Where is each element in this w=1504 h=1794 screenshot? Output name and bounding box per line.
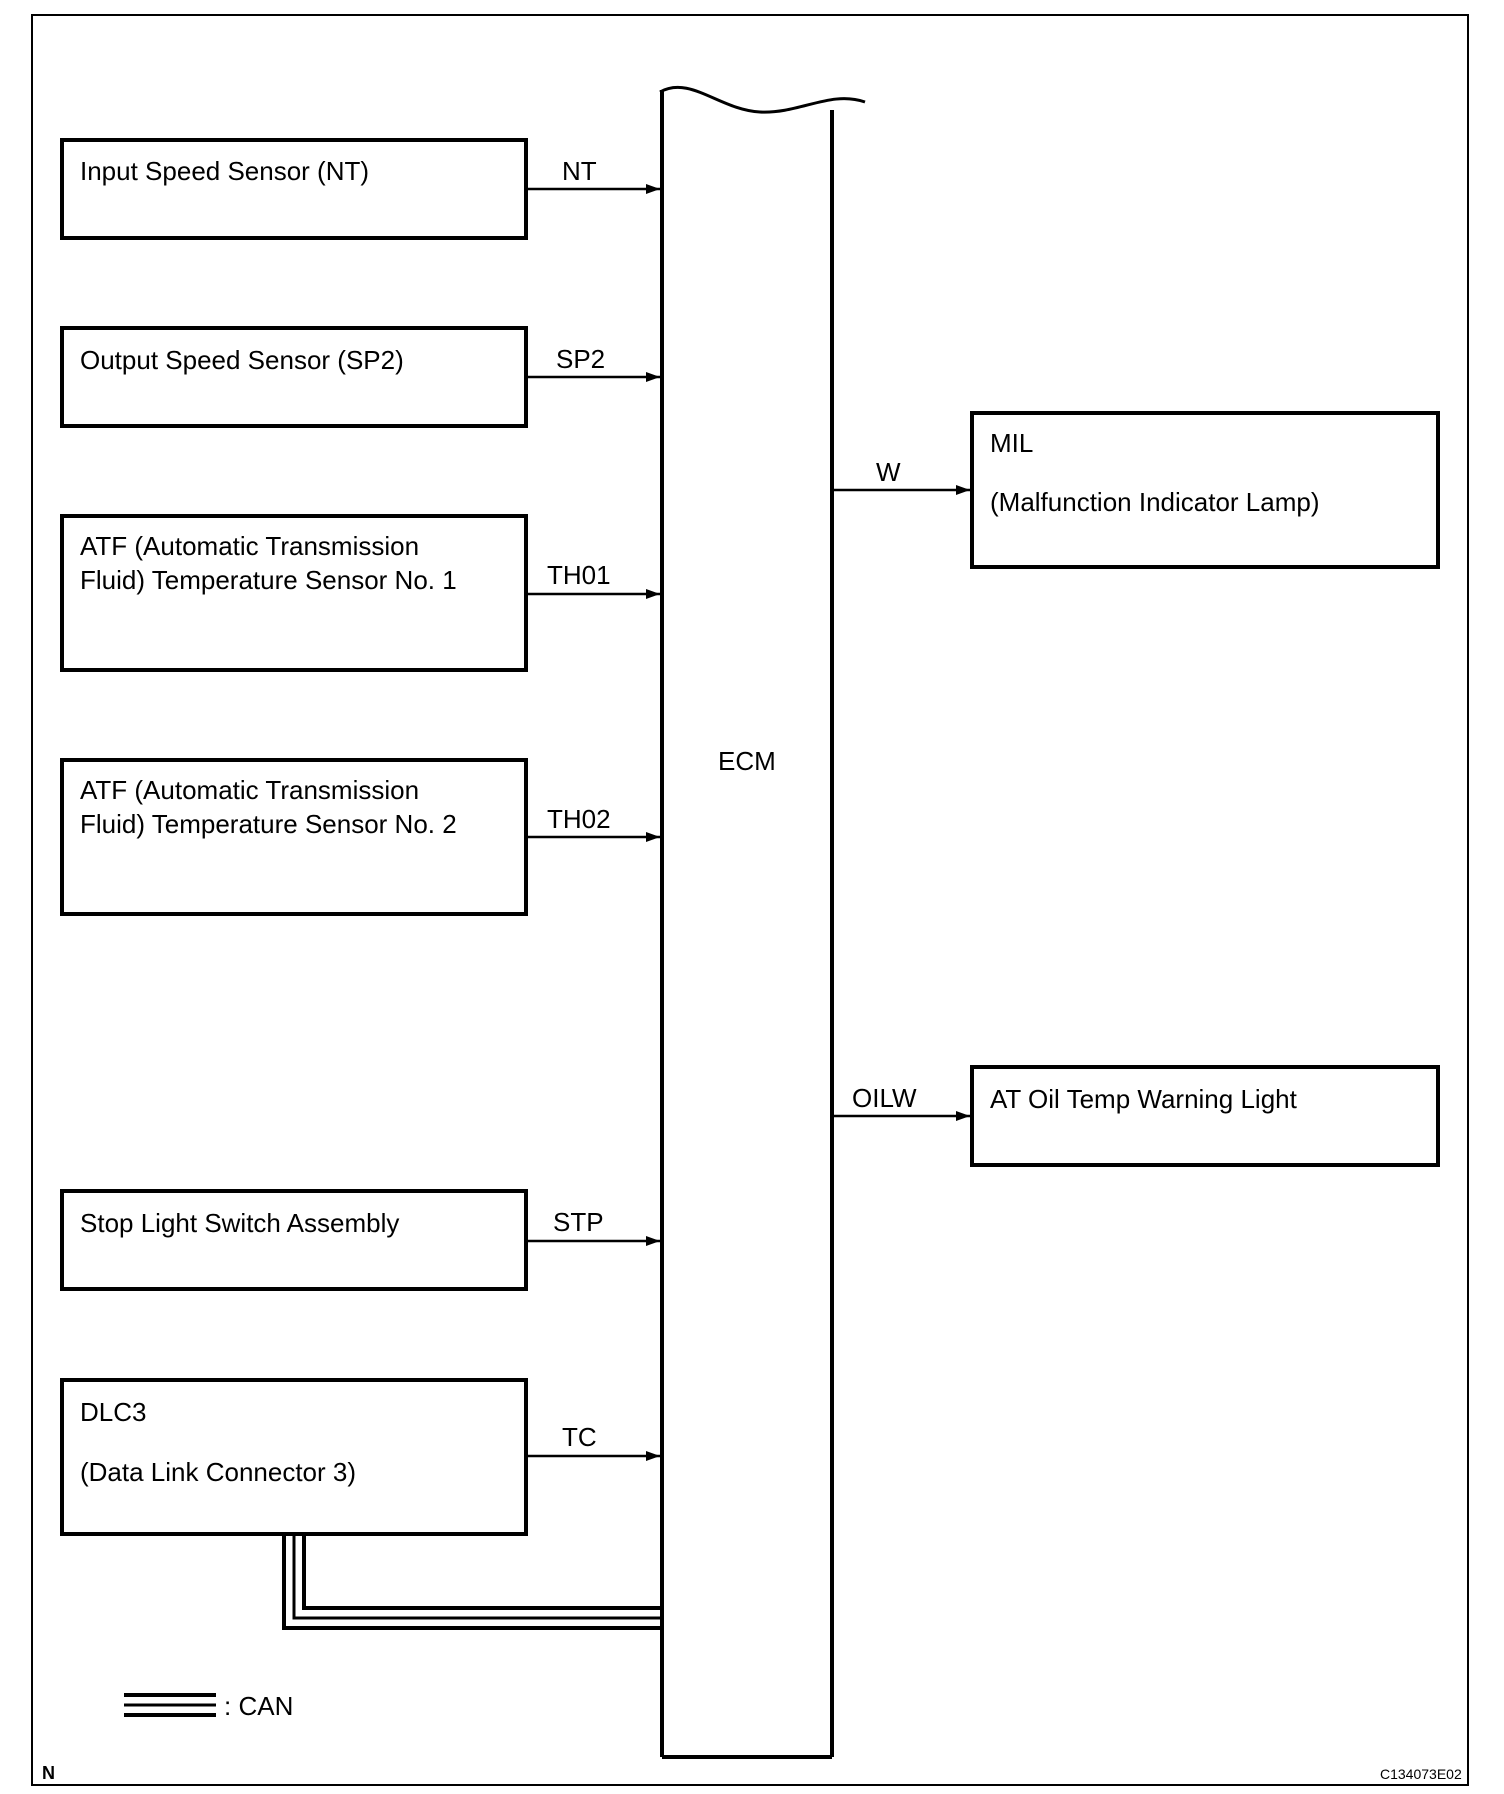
- stop-light-switch-label: Stop Light Switch Assembly: [80, 1208, 399, 1238]
- output-speed-sensor-block: Output Speed Sensor (SP2) SP2: [60, 326, 660, 428]
- mil-subtitle: (Malfunction Indicator Lamp): [990, 487, 1319, 517]
- dlc3-subtitle: (Data Link Connector 3): [80, 1457, 356, 1487]
- atf-temp-sensor-2-block: ATF (Automatic Transmission Fluid) Tempe…: [60, 758, 660, 916]
- tc-signal-label: TC: [562, 1422, 597, 1452]
- w-signal-label: W: [876, 457, 901, 487]
- ecm-label: ECM: [718, 746, 776, 776]
- ecm-module: ECM: [659, 85, 866, 1759]
- dlc3-title: DLC3: [80, 1397, 146, 1427]
- atf-temp-sensor-2-line1: ATF (Automatic Transmission: [80, 775, 419, 805]
- atf-temp-sensor-2-line2: Fluid) Temperature Sensor No. 2: [80, 809, 457, 839]
- figure-code: C134073E02: [1380, 1766, 1462, 1782]
- diagram-frame: [31, 14, 1469, 1786]
- can-legend: : CAN: [124, 1691, 293, 1721]
- input-speed-sensor-block: Input Speed Sensor (NT) NT: [60, 138, 660, 240]
- can-bus-line: [282, 1536, 662, 1630]
- atf-temp-sensor-1-line2: Fluid) Temperature Sensor No. 1: [80, 565, 457, 595]
- atf-temp-sensor-1-block: ATF (Automatic Transmission Fluid) Tempe…: [60, 514, 660, 672]
- nt-signal-label: NT: [562, 156, 597, 186]
- ecm-break-line: [659, 85, 866, 114]
- oil-temp-warning-block: AT Oil Temp Warning Light OILW: [834, 1065, 1440, 1167]
- dlc3-block: DLC3 (Data Link Connector 3) TC: [60, 1378, 660, 1536]
- oil-temp-warning-label: AT Oil Temp Warning Light: [990, 1084, 1298, 1114]
- input-speed-sensor-label: Input Speed Sensor (NT): [80, 156, 369, 186]
- th02-signal-label: TH02: [547, 804, 611, 834]
- stp-signal-label: STP: [553, 1207, 604, 1237]
- mil-title: MIL: [990, 428, 1033, 458]
- oilw-signal-label: OILW: [852, 1083, 917, 1113]
- th01-signal-label: TH01: [547, 560, 611, 590]
- mil-block: MIL (Malfunction Indicator Lamp) W: [834, 411, 1440, 569]
- atf-temp-sensor-1-line1: ATF (Automatic Transmission: [80, 531, 419, 561]
- stop-light-switch-block: Stop Light Switch Assembly STP: [60, 1189, 660, 1291]
- corner-mark: N: [42, 1763, 55, 1783]
- output-speed-sensor-label: Output Speed Sensor (SP2): [80, 345, 404, 375]
- sp2-signal-label: SP2: [556, 344, 605, 374]
- can-legend-label: : CAN: [224, 1691, 293, 1721]
